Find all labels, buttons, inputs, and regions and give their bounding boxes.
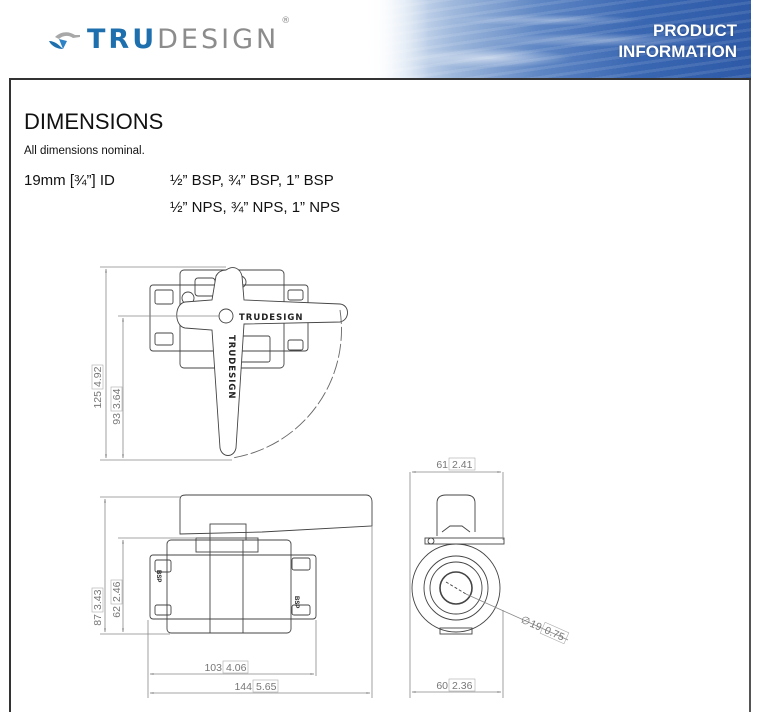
dimensions-note: All dimensions nominal. <box>24 145 145 157</box>
svg-text:2.41: 2.41 <box>452 459 473 471</box>
svg-text:5.65: 5.65 <box>256 681 277 693</box>
dim-144: 144 5.65 <box>234 679 279 693</box>
banner-line-product: PRODUCT <box>652 21 737 40</box>
dim-61: 61 2.41 <box>436 457 476 471</box>
svg-text:3.43: 3.43 <box>92 589 104 610</box>
svg-text:2.46: 2.46 <box>111 581 123 602</box>
end-view-drawing <box>411 494 505 635</box>
banner-line-information: INFORMATION <box>618 42 737 61</box>
diameter-symbol-icon: ∅ <box>519 614 532 629</box>
banner-title: PRODUCT INFORMATION <box>618 20 737 62</box>
wave-logo-icon <box>49 31 80 49</box>
dim-87: 87 3.43 <box>91 587 104 626</box>
svg-text:103: 103 <box>204 662 222 674</box>
brand-design: DESIGN <box>157 24 280 55</box>
svg-text:125: 125 <box>92 391 104 409</box>
brand-tru: TRU <box>87 24 158 55</box>
svg-text:4.92: 4.92 <box>92 366 104 387</box>
svg-text:0.75: 0.75 <box>543 624 567 643</box>
svg-text:144: 144 <box>234 681 252 693</box>
svg-text:2.36: 2.36 <box>452 680 473 692</box>
ocean-banner-image <box>369 0 751 78</box>
svg-text:60: 60 <box>436 680 448 692</box>
svg-text:61: 61 <box>436 459 448 471</box>
svg-text:87: 87 <box>92 614 104 626</box>
dim-125: 125 4.92 <box>91 364 104 409</box>
side-view-drawing <box>149 494 373 634</box>
dim-103: 103 4.06 <box>204 660 249 674</box>
dim-60: 60 2.36 <box>436 678 476 692</box>
registered-mark: ® <box>281 16 294 26</box>
trudesign-logo: TRUDESIGN® <box>47 16 293 55</box>
svg-text:3.64: 3.64 <box>111 388 123 409</box>
svg-text:62: 62 <box>111 606 123 618</box>
page-title: DIMENSIONS <box>24 109 164 134</box>
svg-text:4.06: 4.06 <box>226 662 247 674</box>
thread-line-nps: ½” NPS, ¾” NPS, 1” NPS <box>170 199 341 216</box>
port-label-right: BSP <box>293 596 299 608</box>
top-view-dimension-lines <box>100 266 232 461</box>
page-header: TRUDESIGN® PRODUCT INFORMATION <box>9 0 751 80</box>
handle-brand-text-horizontal: TRUDESIGN <box>239 313 303 323</box>
side-view-dimension-lines <box>100 496 373 698</box>
port-label-left: BSP <box>155 570 161 582</box>
dim-93: 93 3.64 <box>110 386 123 425</box>
size-label: 19mm [¾”] ID <box>24 172 115 189</box>
svg-text:19: 19 <box>528 618 544 634</box>
handle-brand-text-vertical: TRUDESIGN <box>226 335 236 399</box>
banner-fade <box>369 0 429 78</box>
dim-62: 62 2.46 <box>110 579 123 618</box>
svg-text:93: 93 <box>111 413 123 425</box>
thread-line-bsp: ½” BSP, ¾” BSP, 1” BSP <box>170 172 334 189</box>
end-view-dimension-lines <box>409 471 569 698</box>
top-view-drawing <box>149 267 348 459</box>
